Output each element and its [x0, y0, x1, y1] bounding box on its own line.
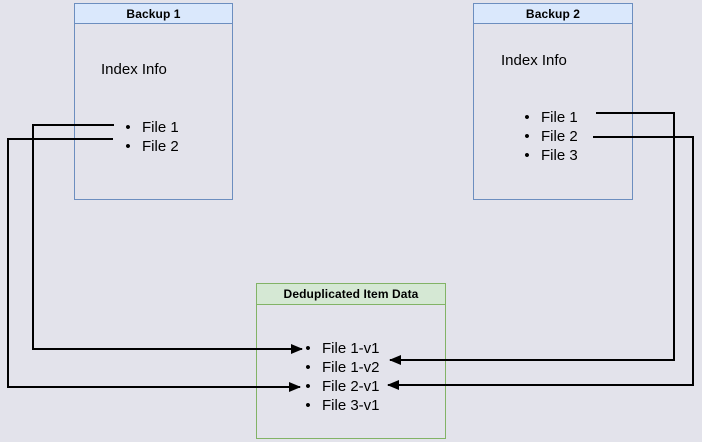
backup1-file-list: • File 1 • File 2	[121, 118, 179, 156]
backup1-file-item-1: • File 2	[121, 137, 179, 156]
bullet-icon: •	[524, 109, 530, 126]
backup2-file-item-label-2: File 3	[541, 147, 578, 164]
backup1-box: Backup 1 Index Info • File 1 • File 2	[74, 3, 233, 200]
backup1-file-item-0: • File 1	[121, 118, 179, 137]
bullet-icon: •	[305, 359, 311, 376]
bullet-icon: •	[305, 397, 311, 414]
dedup-file-item-label-1: File 1-v2	[322, 359, 380, 376]
dedup-file-item-1: • File 1-v2	[301, 358, 380, 377]
backup2-file-item-2: • File 3	[520, 146, 578, 165]
backup2-box: Backup 2 Index Info • File 1 • File 2 • File …	[473, 3, 633, 200]
backup2-file-item-1: • File 2	[520, 127, 578, 146]
dedup-file-item-0: • File 1-v1	[301, 339, 380, 358]
backup2-file-item-label-1: File 2	[541, 128, 578, 145]
backup2-file-item-label-0: File 1	[541, 109, 578, 126]
bullet-icon: •	[125, 119, 131, 136]
dedup-title: Deduplicated Item Data	[283, 287, 419, 301]
backup1-index-info-label: Index Info	[101, 61, 167, 78]
bullet-icon: •	[524, 128, 530, 145]
backup1-file-item-label-0: File 1	[142, 119, 179, 136]
backup2-title: Backup 2	[525, 6, 581, 21]
backup2-file-item-0: • File 1	[520, 108, 578, 127]
dedup-file-item-label-0: File 1-v1	[322, 340, 380, 357]
bullet-icon: •	[125, 138, 131, 155]
bullet-icon: •	[305, 340, 311, 357]
backup1-header: Backup 1	[75, 4, 232, 24]
dedup-file-list: • File 1-v1 • File 1-v2 • File 2-v1 • File 3-v1	[301, 339, 380, 415]
dedup-file-item-label-3: File 3-v1	[322, 397, 380, 414]
backup2-header: Backup 2	[474, 4, 632, 24]
backup2-file-list: • File 1 • File 2 • File 3	[520, 108, 578, 165]
dedup-file-item-3: • File 3-v1	[301, 396, 380, 415]
bullet-icon: •	[305, 378, 311, 395]
dedup-header: Deduplicated Item Data	[257, 284, 445, 305]
bullet-icon: •	[524, 147, 530, 164]
backup1-title: Backup 1	[126, 6, 181, 21]
backup1-file-item-label-1: File 2	[142, 138, 179, 155]
backup2-index-info-label: Index Info	[501, 52, 567, 69]
dedup-file-item-2: • File 2-v1	[301, 377, 380, 396]
dedup-file-item-label-2: File 2-v1	[322, 378, 380, 395]
deduplicated-item-data-box: Deduplicated Item Data • File 1-v1 • File 1…	[256, 283, 446, 439]
